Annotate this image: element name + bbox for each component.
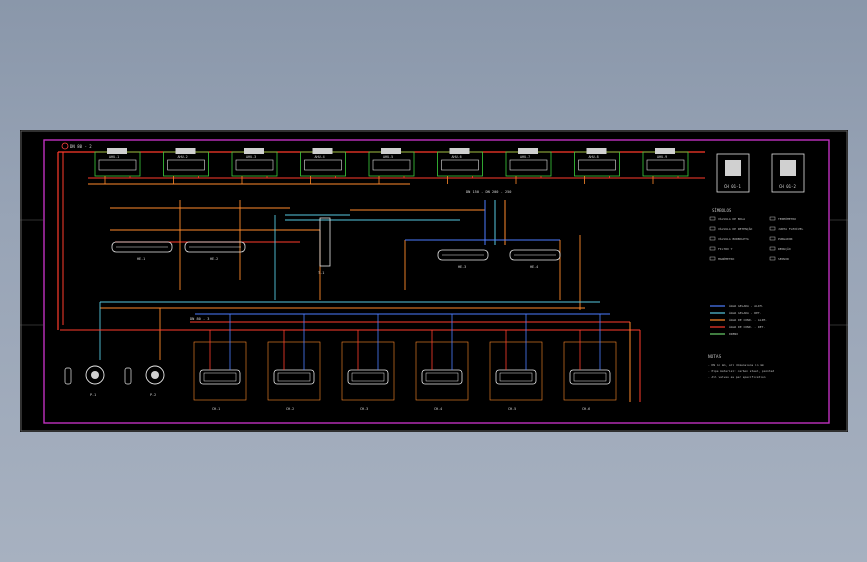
note-line: - All valves as per specification [708,375,766,379]
chiller-row: CH-1 CH-2 CH-3 CH-4 CH-5 CH-6 [193,314,617,411]
ahu-unit[interactable]: AHU-4 [300,148,346,184]
line-legend-label: ÁGUA DE COND. - RET. [729,324,765,329]
note-line: - DN in mm, all dimensions in mm [708,363,764,367]
legend-symbol [709,236,716,241]
drawing-border [43,139,830,424]
chiller-unit[interactable]: CH-4 [415,314,469,411]
chiller-label: CH-5 [508,407,516,411]
ahu-label: AHU-3 [246,155,256,159]
drawing-sheet: DN 80 - 2 AHU-1 AHU-2 AHU-3 AHU-4 AHU-5 AHU-6… [20,130,848,432]
pump-group: P-1 P-2 [64,365,165,397]
legend-item-label: VÁLVULA BORBOLETA [718,236,749,241]
vessel-label: T-1 [318,271,324,275]
grid-tag: DN 80 - 2 [70,144,92,149]
chiller-label: CH-2 [286,407,294,411]
ahu-label: AHU-8 [589,155,599,159]
vessel-t1[interactable]: T-1 [318,217,331,275]
symbols-title: SÍMBOLOS [712,208,732,213]
legend-symbol [769,226,776,231]
chiller-unit[interactable]: CH-6 [563,314,617,411]
heat-exchanger[interactable]: HE-2 [184,241,246,261]
chiller-label: CH-6 [582,407,590,411]
legend-item-label: VÁLVULA DE RETENÇÃO [718,226,753,231]
heat-exchangers: HE-1 HE-2HE-3 HE-4 [111,241,561,269]
pump[interactable]: P-2 [124,365,165,397]
exchanger-label: HE-2 [210,257,218,261]
exchanger-label: HE-4 [530,265,538,269]
ahu-unit[interactable]: AHU-8 [574,148,620,184]
legend-item-label: JUNTA FLEXÍVEL [778,226,803,231]
ahu-unit[interactable]: AHU-2 [163,148,209,184]
legend-item-label: PURGADOR [778,237,793,241]
exchanger-label: HE-3 [458,265,466,269]
pump-label: P-2 [150,393,156,397]
ahu-label: AHU-1 [109,155,119,159]
outer-frame [20,130,848,432]
chiller-label: CH-3 [360,407,368,411]
legend-item-label: VÁLVULA DE BOLA [718,216,745,221]
manifold-label: DN 150 - DN 200 - 250 [466,190,511,194]
line-legend-label: DRENO [729,332,738,336]
legend-symbol [709,216,716,221]
control-box-2-label: CH 01-2 [779,184,796,189]
ahu-label: AHU-9 [657,155,667,159]
chiller-label: CH-4 [434,407,442,411]
ahu-unit[interactable]: AHU-9 [642,148,689,184]
pump-label: P-1 [90,393,96,397]
ahu-unit[interactable]: AHU-7 [505,148,552,184]
ahu-unit[interactable]: AHU-1 [94,148,141,184]
heat-exchanger[interactable]: HE-1 [111,241,173,261]
top-headers [57,151,705,330]
ahu-label: AHU-7 [520,155,530,159]
ahu-label: AHU-5 [383,155,393,159]
note-line: - Pipe material: carbon steel, painted [708,369,774,373]
legend-panel: SÍMBOLOS VÁLVULA DE BOLA VÁLVULA DE RETEN… [708,208,803,379]
notes-title: NOTAS [708,354,722,360]
ahu-row: AHU-1 AHU-2 AHU-3 AHU-4 AHU-5 AHU-6 AHU-7 AHU-8… [94,148,689,184]
control-box-2[interactable]: CH 01-2 [771,153,805,193]
ahu-unit[interactable]: AHU-3 [231,148,278,184]
chiller-label: CH-1 [212,407,220,411]
legend-symbol [769,256,776,261]
chiller-unit[interactable]: CH-5 [489,314,543,411]
chiller-unit[interactable]: CH-3 [341,314,395,411]
legend-item-label: SENSOR [778,257,789,261]
legend-symbol [709,226,716,231]
ahu-label: AHU-2 [178,155,188,159]
line-legend-label: ÁGUA GELADA - RET. [729,310,762,315]
line-legend-label: ÁGUA GELADA - ALIM. [729,303,764,308]
legend-symbol [709,256,716,261]
control-box-1[interactable]: CH 01-1 [716,153,750,193]
legend-symbol [769,236,776,241]
heat-exchanger[interactable]: HE-3 [437,249,489,269]
legend-symbol [769,216,776,221]
legend-item-label: MANÔMETRO [718,256,734,261]
middle-piping [60,200,641,402]
control-box-1-label: CH 01-1 [724,184,741,189]
legend-symbol [709,246,716,251]
legend-symbol [769,246,776,251]
chiller-unit[interactable]: CH-1 [193,314,247,411]
chiller-unit[interactable]: CH-2 [267,314,321,411]
piping-diagram: DN 80 - 2 AHU-1 AHU-2 AHU-3 AHU-4 AHU-5 AHU-6… [20,130,848,432]
line-legend-label: ÁGUA DE COND. - ALIM. [729,317,767,322]
legend-item-label: FILTRO Y [718,247,733,251]
heat-exchanger[interactable]: HE-4 [509,249,561,269]
ahu-label: AHU-6 [452,155,462,159]
ahu-unit[interactable]: AHU-6 [437,148,483,184]
legend-item-label: REDUÇÃO [778,246,791,251]
riser-tag: DN 80 - 3 [190,317,209,321]
exchanger-label: HE-1 [137,257,145,261]
legend-item-label: TERMÔMETRO [778,216,796,221]
ahu-unit[interactable]: AHU-5 [368,148,415,184]
pump[interactable]: P-1 [64,365,105,397]
ahu-label: AHU-4 [315,155,325,159]
